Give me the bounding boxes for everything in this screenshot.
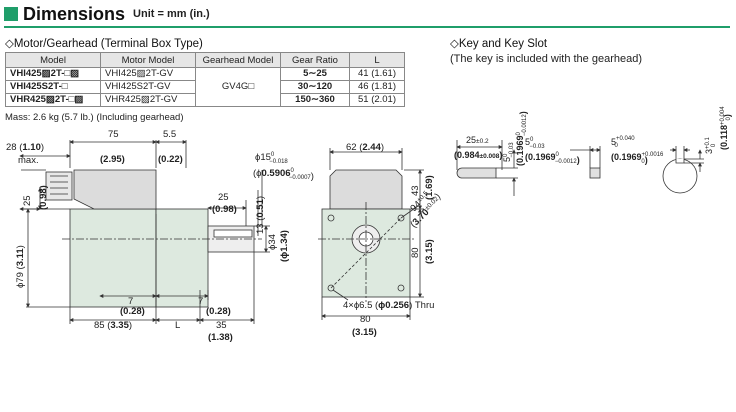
table-row: VHI425▨2T-□▨ VHI425▨2T-GV GV4G□ 5∼25 41 … xyxy=(5,67,405,107)
dim-25s-label: 25 xyxy=(218,192,229,203)
key-note: (The key is included with the gearhead) xyxy=(450,53,642,65)
section-header: Dimensions Unit = mm (in.) xyxy=(4,4,210,24)
front-view xyxy=(318,148,424,320)
key-end xyxy=(589,167,601,179)
dim-028a-label: (0.28) xyxy=(120,306,145,317)
dim-max-label: max. xyxy=(18,155,39,166)
mount-hole xyxy=(327,214,335,222)
key-heading: ◇Key and Key Slot xyxy=(450,38,548,50)
dim-L-label: L xyxy=(175,320,180,331)
col-gear-ratio: Gear Ratio xyxy=(280,52,350,68)
terminal-box xyxy=(73,169,157,210)
dim-phi15-label: ϕ150−0.018 xyxy=(255,152,288,165)
shaft-slot-section xyxy=(662,158,698,194)
dim-28-label: 28 (1.10) xyxy=(6,142,44,153)
key-0196h-label: (0.19690−0.0012) xyxy=(525,152,580,165)
dim-138-label: (1.38) xyxy=(208,332,233,343)
dim-315h-label: (3.15) xyxy=(352,327,377,338)
motor-gearhead-heading: ◇Motor/Gearhead (Terminal Box Type) xyxy=(5,38,203,50)
dim-169-label: (1.69) xyxy=(424,175,435,200)
dim-098s-label: (0.98) xyxy=(212,204,237,215)
dim-phi34-label: ϕ34 xyxy=(267,234,278,250)
unit-label: Unit = mm (in.) xyxy=(133,8,210,20)
cable-gland xyxy=(45,171,73,201)
dim-75-label: 75 xyxy=(108,129,119,140)
cell-L: 51 (2.01) xyxy=(349,93,405,107)
dim-80v-label: 80 xyxy=(410,247,421,258)
dim-315v-label: (3.15) xyxy=(424,239,435,264)
holes-label: 4×ϕ6.5 (ϕ0.256) Thru xyxy=(343,300,434,311)
slot-0118-label: (0.118+0.0040) xyxy=(719,106,732,150)
header-rule xyxy=(4,26,730,28)
model-table: Model Motor Model Gearhead Model Gear Ra… xyxy=(5,52,405,107)
cell-gearhead: GV4G□ xyxy=(195,67,281,107)
mass-note: Mass: 2.6 kg (5.7 lb.) (Including gearhe… xyxy=(5,112,184,123)
key-0984-label: (0.984±0.008) xyxy=(454,150,502,160)
cell-ratio: 150∼360 xyxy=(280,93,350,107)
dim-13-label: 13 (0.51) xyxy=(255,196,266,234)
key-5h-label: 50−0.03 xyxy=(525,137,545,150)
side-view xyxy=(19,140,270,324)
dim-55-label: 5.5 xyxy=(163,129,176,140)
dim-25-label: 25 xyxy=(22,195,33,206)
key-25-label: 25±0.2 xyxy=(466,135,489,145)
dim-62-label: 62 (2.44) xyxy=(346,142,384,153)
col-L: L xyxy=(349,52,405,68)
dim-7b-label: 7 xyxy=(198,296,203,307)
mount-hole xyxy=(397,214,405,222)
dim-80h-label: 80 xyxy=(360,314,371,325)
key-5v-label: 50−0.03 xyxy=(502,142,515,162)
dim-35-label: 35 xyxy=(216,320,227,331)
dim-134-label: (ϕ1.34) xyxy=(279,230,290,262)
motor-body xyxy=(69,208,157,308)
header-square-icon xyxy=(4,7,18,21)
dim-85-label: 85 (3.35) xyxy=(94,320,132,331)
dim-phi79-label: ϕ79 (3.11) xyxy=(15,245,26,288)
mount-hole xyxy=(397,284,405,292)
key-side xyxy=(456,167,497,179)
dim-7a-label: 7 xyxy=(128,296,133,307)
table-row: VHR425▨2T-□▨ VHR425▨2T-GV 150∼360 51 (2.… xyxy=(5,93,405,107)
page-title: Dimensions xyxy=(23,3,126,24)
mount-hole xyxy=(327,284,335,292)
key-drawing xyxy=(456,140,704,196)
slot-3-label: 3+0.10 xyxy=(704,136,717,154)
cell-motor: VHR425▨2T-GV xyxy=(100,93,196,107)
dim-028b-label: (0.28) xyxy=(206,306,231,317)
dim-022-label: (0.22) xyxy=(158,154,183,165)
dim-43-label: 43 xyxy=(410,185,421,196)
dim-098-label: (0.98) xyxy=(38,185,49,210)
table-row: VHI425S2T-□ VHI425S2T-GV 30∼120 46 (1.81… xyxy=(5,80,405,94)
dim-295-label: (2.95) xyxy=(100,154,125,165)
